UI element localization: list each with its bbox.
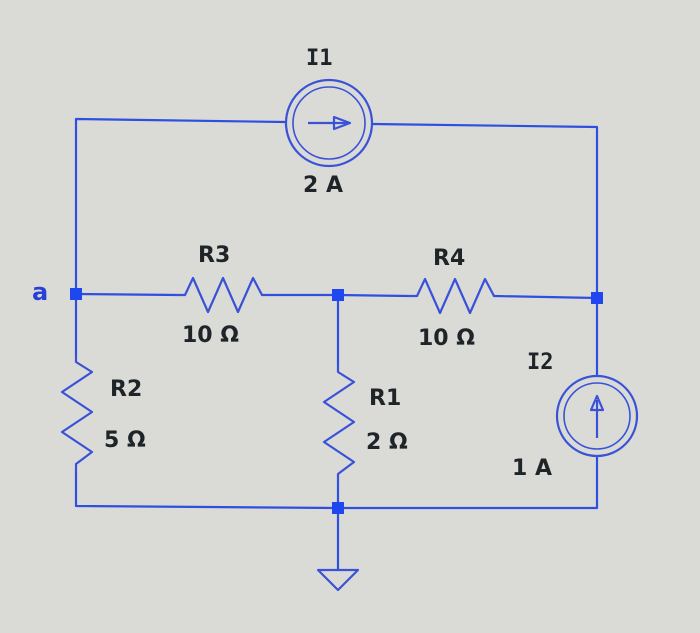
wire-a-to-r3: [74, 292, 180, 297]
resistor-r2: [60, 353, 94, 474]
r4-name-label: R4: [433, 246, 466, 271]
wire-i2-to-bottom: [336, 455, 599, 510]
current-source-i2: [555, 374, 639, 458]
current-source-i1: [284, 78, 374, 168]
node-mid: [332, 289, 344, 301]
resistor-r3: [176, 276, 264, 314]
resistor-r1: [322, 363, 356, 484]
wire-top-right: [371, 122, 599, 300]
resistor-r4: [408, 277, 496, 315]
node-right: [591, 292, 603, 304]
r2-name-label: R2: [110, 377, 143, 402]
node-a: [70, 288, 82, 300]
ground-icon: [316, 568, 360, 592]
i1-name-label: I1: [306, 46, 333, 71]
r2-value-label: 5 Ω: [104, 428, 146, 453]
r3-name-label: R3: [198, 243, 231, 268]
wire-r4-to-right: [492, 294, 599, 300]
wire-r2-to-bottom: [74, 470, 340, 510]
i1-value-label: 2 A: [303, 173, 343, 198]
node-a-label: a: [32, 278, 49, 306]
r4-value-label: 10 Ω: [418, 326, 475, 351]
r3-value-label: 10 Ω: [182, 323, 239, 348]
node-bottom: [332, 502, 344, 514]
i2-name-label: I2: [527, 350, 554, 375]
wire-mid-to-r4: [336, 293, 412, 298]
r1-name-label: R1: [369, 386, 402, 411]
i2-value-label: 1 A: [512, 456, 552, 481]
r1-value-label: 2 Ω: [366, 430, 408, 455]
wire-top-left: [74, 117, 287, 296]
